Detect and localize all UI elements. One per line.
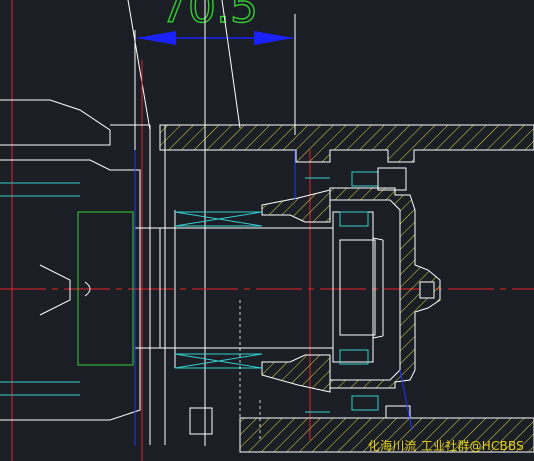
housing-bottom-section[interactable] xyxy=(239,417,534,453)
dimension-arrow-left xyxy=(137,31,176,45)
coupling-housing[interactable] xyxy=(0,99,213,445)
dashed-construction-lines xyxy=(239,300,261,440)
seal-cross-lines xyxy=(0,177,330,413)
housing-top-section[interactable] xyxy=(159,124,534,163)
roller-bearing[interactable] xyxy=(332,211,384,365)
bearing-retainer[interactable] xyxy=(261,189,331,393)
dimension-line[interactable] xyxy=(137,31,293,45)
dimension-value-text[interactable]: 70.5 xyxy=(159,0,258,34)
watermark: 化海川流 工业社群@HCBBS xyxy=(367,439,524,453)
dimension-arrow-right xyxy=(254,31,293,45)
bolt-top[interactable] xyxy=(351,167,407,191)
hidden-lines xyxy=(134,150,413,446)
bearing-end-cap[interactable] xyxy=(329,187,441,389)
bolt-bottom[interactable] xyxy=(351,395,411,419)
leader-lines xyxy=(127,0,241,446)
